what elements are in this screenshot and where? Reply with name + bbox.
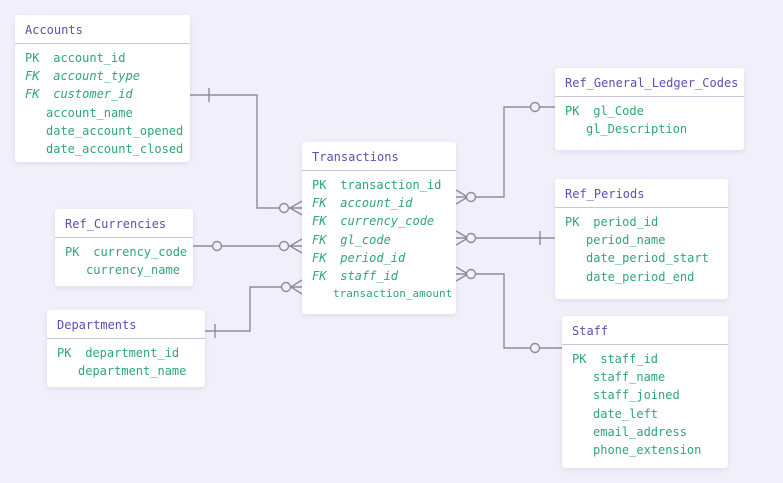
entity-title: Ref_General_Ledger_Codes xyxy=(555,68,744,97)
field-name: gl_Code xyxy=(593,104,644,118)
key-marker: PK xyxy=(65,245,80,259)
link-transactions-glcodes xyxy=(456,106,555,198)
primary-key-field: PK department_id xyxy=(57,344,195,362)
foreign-key-field: FK gl_code xyxy=(312,231,446,249)
foreign-key-field: FK currency_code xyxy=(312,212,446,230)
attribute-field: date_period_end xyxy=(565,268,718,286)
attribute-field: email_address xyxy=(572,423,718,441)
attribute-field: date_account_opened xyxy=(25,122,184,140)
attribute-field: period_name xyxy=(565,231,718,249)
entity-title: Departments xyxy=(47,310,205,339)
field-name: account_name xyxy=(46,105,133,120)
field-name: staff_joined xyxy=(593,388,680,403)
entity-title: Ref_Currencies xyxy=(55,209,193,238)
attribute-field: department_name xyxy=(57,362,195,380)
field-name: currency_code xyxy=(340,214,435,229)
entity-ref-general-ledger-codes[interactable]: Ref_General_Ledger_Codes PK gl_Code gl_De… xyxy=(555,68,744,150)
entity-title: Ref_Periods xyxy=(555,179,728,208)
field-name: date_left xyxy=(593,406,659,421)
primary-key-field: PK period_id xyxy=(565,213,718,231)
key-marker: FK xyxy=(312,214,327,229)
foreign-key-field: FK period_id xyxy=(312,249,446,267)
entity-title: Accounts xyxy=(15,15,190,44)
attribute-field: transaction_amount xyxy=(312,285,452,303)
field-name: department_name xyxy=(78,364,187,379)
field-name: period_id xyxy=(593,215,659,229)
field-name: staff_id xyxy=(600,352,659,366)
field-name: date_period_start xyxy=(586,251,709,266)
primary-key-field: PK currency_code xyxy=(65,243,187,261)
attribute-field: staff_name xyxy=(572,368,718,386)
field-name: staff_id xyxy=(340,269,399,284)
primary-key-field: PK account_id xyxy=(25,49,180,67)
field-name: department_id xyxy=(85,346,180,360)
key-marker: FK xyxy=(312,250,327,265)
key-marker: FK xyxy=(312,196,327,211)
attribute-field: staff_joined xyxy=(572,386,718,404)
primary-key-field: PK gl_Code xyxy=(565,102,734,120)
field-name: date_account_closed xyxy=(46,142,184,157)
key-marker: PK xyxy=(25,51,40,65)
foreign-key-field: FK account_id xyxy=(312,194,446,212)
key-marker: FK xyxy=(312,269,327,284)
field-name: account_id xyxy=(53,51,126,65)
key-marker: FK xyxy=(25,69,40,84)
field-name: currency_code xyxy=(93,245,188,259)
field-name: period_id xyxy=(340,250,406,265)
attribute-field: date_left xyxy=(572,405,718,423)
field-name: currency_name xyxy=(86,263,180,278)
primary-key-field: PK transaction_id xyxy=(312,176,446,194)
field-name: customer_id xyxy=(53,87,133,102)
link-transactions-staff xyxy=(456,273,562,349)
attribute-field: date_period_start xyxy=(565,249,718,267)
attribute-field: currency_name xyxy=(65,261,183,279)
field-name: email_address xyxy=(593,424,687,439)
link-departments-transactions xyxy=(205,286,302,332)
entity-ref-periods[interactable]: Ref_Periods PK period_id period_name date_… xyxy=(555,179,728,299)
link-accounts-transactions xyxy=(190,94,302,209)
attribute-field: phone_extension xyxy=(572,441,718,459)
attribute-field: date_account_closed xyxy=(25,140,184,158)
key-marker: PK xyxy=(565,215,580,229)
field-name: account_id xyxy=(340,196,413,211)
attribute-field: gl_Description xyxy=(565,120,734,138)
foreign-key-field: FK staff_id xyxy=(312,267,446,285)
field-name: transaction_id xyxy=(340,178,442,192)
key-marker: PK xyxy=(57,346,72,360)
field-name: date_period_end xyxy=(586,269,695,284)
key-marker: FK xyxy=(312,232,327,247)
key-marker: FK xyxy=(25,87,40,102)
attribute-field: account_name xyxy=(25,104,180,122)
field-name: date_account_opened xyxy=(46,123,184,138)
entity-title: Transactions xyxy=(302,142,456,171)
key-marker: PK xyxy=(565,104,580,118)
key-marker: PK xyxy=(312,178,327,192)
field-name: phone_extension xyxy=(593,443,702,458)
field-name: gl_Description xyxy=(586,122,688,137)
field-name: staff_name xyxy=(593,370,666,385)
foreign-key-field: FK customer_id xyxy=(25,85,180,103)
foreign-key-field: FK account_type xyxy=(25,67,180,85)
field-name: transaction_amount xyxy=(333,287,453,301)
key-marker: PK xyxy=(572,352,587,366)
entity-title: Staff xyxy=(562,316,728,345)
entity-departments[interactable]: Departments PK department_id department_n… xyxy=(47,310,205,387)
field-name: period_name xyxy=(586,233,666,248)
primary-key-field: PK staff_id xyxy=(572,350,718,368)
field-name: gl_code xyxy=(340,232,391,247)
field-name: account_type xyxy=(53,69,140,84)
